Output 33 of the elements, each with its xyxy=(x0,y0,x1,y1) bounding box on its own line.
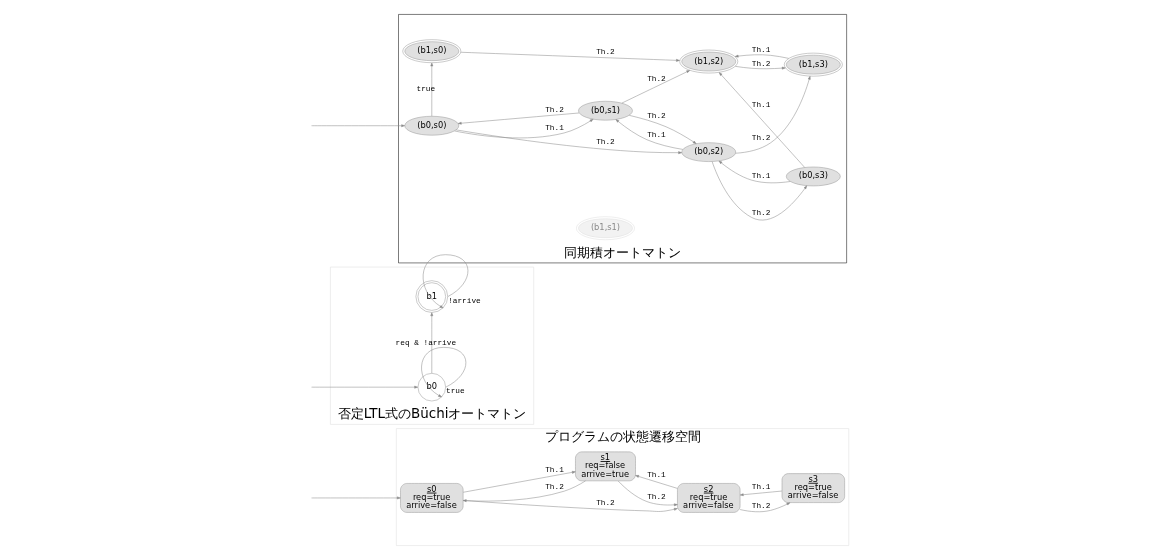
arrow xyxy=(711,161,808,221)
node-box: s2 req=true arrive=false xyxy=(677,483,741,513)
arrow xyxy=(430,62,434,117)
arrow xyxy=(635,475,678,489)
arrow xyxy=(718,160,791,184)
arrow xyxy=(735,76,811,154)
arrow xyxy=(617,480,678,507)
arrow xyxy=(430,312,434,374)
arrow xyxy=(718,72,805,168)
arrow xyxy=(462,480,586,503)
arrow xyxy=(311,385,418,389)
arrow xyxy=(422,254,469,309)
arrow xyxy=(629,115,697,144)
arrow xyxy=(739,502,791,513)
arrow xyxy=(734,54,789,59)
node-circle: b0 xyxy=(417,373,446,402)
arrow xyxy=(457,112,580,125)
arrow xyxy=(421,347,467,398)
node-box: s0 req=true arrive=false xyxy=(400,483,464,513)
node-ellipse: (b0,s3) xyxy=(786,166,841,187)
arrow xyxy=(455,129,682,155)
arrow xyxy=(454,119,594,139)
arrow xyxy=(739,490,783,497)
arrow xyxy=(311,124,405,128)
arrow xyxy=(615,119,683,150)
arrow xyxy=(735,66,786,70)
arrow xyxy=(462,500,678,512)
arrow xyxy=(311,496,401,500)
node-box: s3 req=true arrive=false xyxy=(781,473,845,503)
arrow xyxy=(621,70,691,104)
arrow xyxy=(462,471,576,493)
arrow xyxy=(460,52,680,62)
node-box: s1 req=false arrive=true xyxy=(575,451,636,482)
